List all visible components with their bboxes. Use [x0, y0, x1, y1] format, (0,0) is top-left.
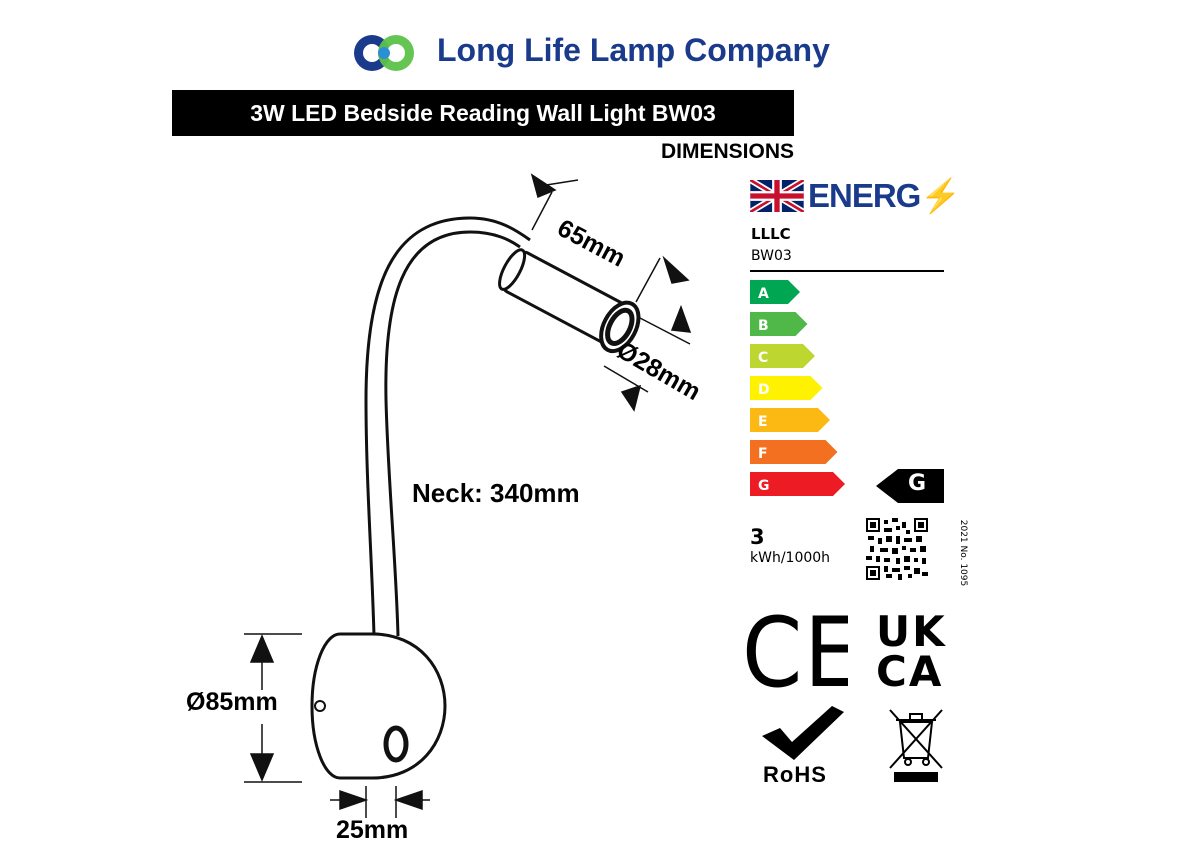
- lamp-head: [498, 248, 641, 354]
- energy-class-bar: [750, 376, 823, 400]
- base-depth-label: 25mm: [336, 816, 409, 844]
- dimensions-heading: DIMENSIONS: [660, 140, 794, 163]
- energy-class-g: G: [750, 472, 845, 496]
- energy-class-e: E: [750, 408, 830, 432]
- energy-class-f: F: [750, 440, 838, 464]
- rohs-text: RoHS: [763, 762, 827, 787]
- consumption-unit: kWh/1000h: [750, 550, 831, 566]
- energy-class-b: B: [750, 312, 808, 336]
- lightning-icon: ⚡: [920, 177, 961, 214]
- ukca-line1: UK: [876, 607, 947, 656]
- energy-class-a: A: [750, 280, 800, 304]
- energy-class-letter: D: [758, 382, 770, 398]
- ukca-mark-icon: UK CA: [876, 607, 956, 696]
- ce-mark-text: CE: [742, 612, 848, 694]
- consumption-value: 3: [750, 525, 765, 549]
- energy-class-bar: [750, 280, 800, 304]
- energy-class-bar: [750, 312, 808, 336]
- neck-length-label: Neck: 340mm: [412, 478, 580, 508]
- energy-class-letter: C: [758, 350, 768, 366]
- uk-flag-icon: [750, 180, 804, 212]
- neck-outer-line: [384, 230, 521, 637]
- energy-class-c: C: [750, 344, 815, 368]
- energy-class-letter: A: [758, 286, 769, 302]
- base-depth-dimension: [330, 786, 430, 818]
- energy-class-bar: [750, 408, 830, 432]
- brand-name: Long Life Lamp Company: [437, 32, 830, 68]
- head-length-dimension: [530, 173, 690, 303]
- energy-class-bar: [750, 344, 815, 368]
- label-divider: [750, 270, 944, 272]
- rating-arrow: [876, 469, 944, 503]
- energy-label-title: ENERG⚡: [808, 177, 961, 216]
- switch-button: [383, 725, 409, 763]
- logo-circles-icon: [354, 35, 414, 71]
- base-diameter-dimension: [244, 633, 302, 783]
- energy-class-letter: B: [758, 318, 769, 334]
- weee-bin-icon: [889, 709, 943, 782]
- head-diameter-dimension: [603, 304, 692, 412]
- energy-class-letter: G: [758, 478, 770, 494]
- base-diameter-label: Ø85mm: [186, 688, 278, 716]
- energ-text: ENERG: [808, 177, 921, 214]
- product-title: 3W LED Bedside Reading Wall Light BW03: [250, 100, 716, 126]
- energy-class-d: D: [750, 376, 823, 400]
- title-bar: [172, 90, 794, 136]
- rohs-check-icon: [762, 706, 844, 760]
- supplier-name: LLLC: [751, 225, 791, 243]
- neck-inner-line: [364, 216, 531, 637]
- energy-class-letter: F: [758, 446, 768, 462]
- lamp-base: [310, 632, 447, 780]
- energy-class-letter: E: [758, 414, 768, 430]
- energy-class-bar: [750, 472, 845, 496]
- regulation-text: 2021 No. 1095: [958, 519, 968, 587]
- ukca-line2: CA: [876, 647, 944, 696]
- ce-mark-icon: CE: [742, 612, 848, 694]
- qr-code-icon: [866, 518, 928, 580]
- rating-value: G: [908, 471, 927, 496]
- energy-class-bar: [750, 440, 838, 464]
- model-id: BW03: [751, 248, 792, 264]
